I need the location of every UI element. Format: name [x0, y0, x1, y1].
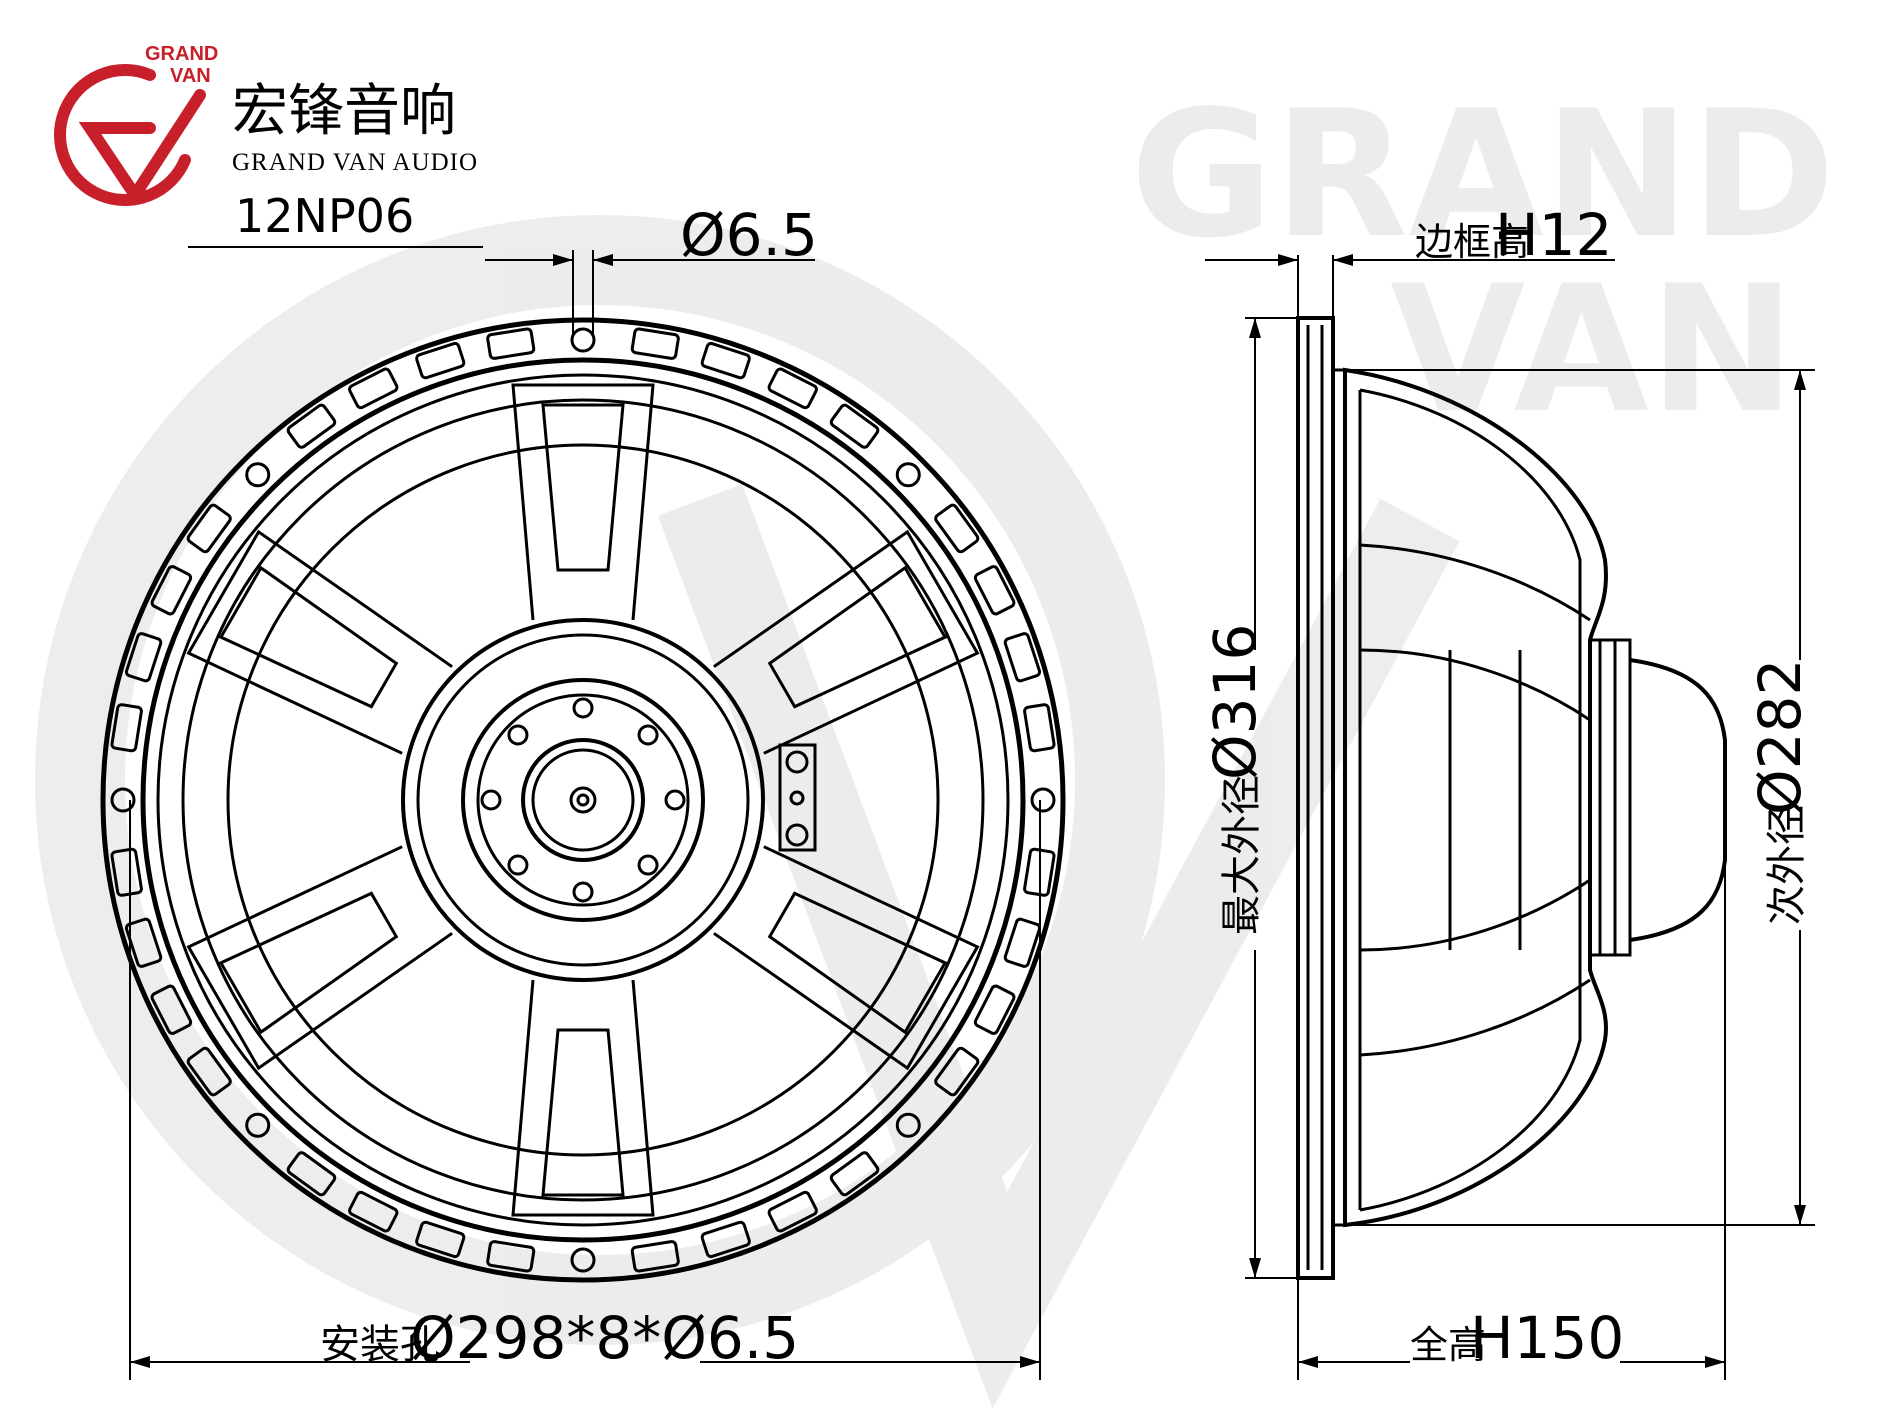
- max-od-cn: 最大外径: [1219, 775, 1265, 935]
- hole-diameter-label: Ø6.5: [680, 201, 818, 269]
- frame-spokes: [186, 383, 980, 1217]
- watermark-text-van: VAN: [1390, 249, 1795, 452]
- frame-slot: [1003, 917, 1042, 968]
- logo-mark: [54, 64, 206, 206]
- frame-slot: [630, 327, 680, 360]
- frame-slot: [767, 1190, 818, 1233]
- logo-text-grand: GRAND: [145, 43, 218, 65]
- total-height-cn: 全高: [1410, 1323, 1486, 1367]
- frame-slot: [829, 1151, 880, 1197]
- mounting-dimension: [129, 800, 1041, 1380]
- secondary-od-dimension: [1345, 369, 1815, 1226]
- frame-spoke: [186, 845, 453, 1071]
- frame-slot: [1003, 632, 1042, 683]
- magnet-bolts: [480, 697, 686, 903]
- secondary-od-cn: 次外径: [1764, 805, 1810, 925]
- mounting-hole: [245, 462, 271, 488]
- bolt: [572, 697, 594, 719]
- frame-slot: [934, 503, 980, 554]
- frame-slot: [286, 1151, 337, 1197]
- secondary-od-value: Ø282: [1746, 659, 1814, 815]
- frame-slot: [767, 367, 818, 410]
- bolt: [637, 854, 659, 876]
- max-od-value: Ø316: [1201, 624, 1269, 780]
- mounting-hole: [570, 327, 596, 353]
- frame-slot: [110, 703, 143, 753]
- model-number: 12NP06: [235, 189, 414, 243]
- bolt: [637, 724, 659, 746]
- frame-slot: [700, 341, 751, 380]
- frame-slot: [348, 367, 399, 410]
- mounting-label-cn: 安装孔: [320, 1322, 440, 1368]
- frame-slot: [186, 503, 232, 554]
- brand-logo: GRAND VAN: [54, 43, 218, 206]
- frame-slot: [934, 1046, 980, 1097]
- frame-height-dimension: [1205, 254, 1615, 318]
- frame-slot: [700, 1220, 751, 1259]
- total-height-value: H150: [1470, 1304, 1624, 1372]
- speaker-front-view: [100, 317, 1066, 1283]
- total-height-dimension: [1297, 860, 1726, 1380]
- mounting-hole: [110, 787, 136, 813]
- watermark-text-grand: GRAND: [1130, 74, 1836, 277]
- mounting-hole: [570, 1247, 596, 1273]
- frame-slot: [124, 917, 163, 968]
- max-od-dimension: [1245, 317, 1298, 1279]
- logo-text-van: VAN: [170, 65, 211, 87]
- frame-slot: [486, 1240, 536, 1273]
- frame-slot: [124, 632, 163, 683]
- frame-slots: [110, 327, 1056, 1273]
- bolt: [480, 789, 502, 811]
- mounting-hole: [895, 1112, 921, 1138]
- terminal-block: [778, 743, 817, 852]
- frame-spoke: [511, 383, 655, 621]
- frame-spoke: [713, 529, 980, 755]
- mounting-hole: [1030, 787, 1056, 813]
- frame-spoke: [713, 845, 980, 1071]
- frame-spoke: [186, 529, 453, 755]
- mounting-hole: [895, 462, 921, 488]
- frame-slot: [415, 1220, 466, 1259]
- frame-slot: [973, 984, 1016, 1035]
- frame-slot: [150, 984, 193, 1035]
- frame-slot: [1023, 847, 1056, 897]
- frame-spoke: [511, 979, 655, 1217]
- mounting-hole: [245, 1112, 271, 1138]
- frame-slot: [486, 327, 536, 360]
- frame-height-cn: 边框高: [1415, 220, 1529, 264]
- frame-height-value: H12: [1495, 201, 1612, 269]
- frame-slot: [150, 565, 193, 616]
- frame-slot: [286, 403, 337, 449]
- frame-slot: [186, 1046, 232, 1097]
- bolt: [572, 881, 594, 903]
- frame-slot: [348, 1190, 399, 1233]
- bolt: [507, 724, 529, 746]
- frame-slot: [415, 341, 466, 380]
- frame-slot: [630, 1240, 680, 1273]
- frame-slot: [829, 403, 880, 449]
- frame-slot: [1023, 703, 1056, 753]
- speaker-side-view: [1296, 316, 1727, 1280]
- mounting-value: Ø298*8*Ø6.5: [410, 1304, 799, 1372]
- brand-name-en: GRAND VAN AUDIO: [232, 149, 478, 176]
- brand-name-cn: 宏锋音响: [232, 79, 456, 144]
- mounting-holes: [110, 327, 1056, 1273]
- bolt: [664, 789, 686, 811]
- frame-slot: [973, 565, 1016, 616]
- bolt: [507, 854, 529, 876]
